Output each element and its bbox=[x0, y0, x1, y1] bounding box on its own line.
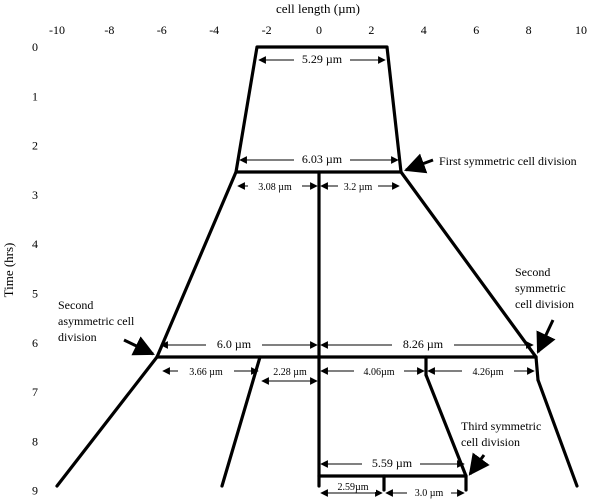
right-inner-daughter-label: 4.06µm bbox=[363, 367, 394, 378]
x-tick-label: -4 bbox=[209, 23, 219, 37]
x-tick-label: 6 bbox=[473, 23, 479, 37]
y-axis-title: Time (hrs) bbox=[1, 243, 16, 298]
third-right-daughter-label: 3.0 µm bbox=[415, 488, 444, 499]
first-left-daughter-label: 3.08 µm bbox=[258, 182, 292, 193]
inner-right-branch bbox=[424, 373, 468, 478]
first-symmetric-label: First symmetric cell division bbox=[439, 154, 577, 168]
y-tick-label: 6 bbox=[32, 336, 38, 350]
second-asymmetric-label-line2: asymmetric cell bbox=[58, 314, 135, 328]
third-symmetric-label-line2: cell division bbox=[461, 435, 520, 449]
second-symmetric-label-line1: Second bbox=[515, 265, 550, 279]
y-tick-label: 5 bbox=[32, 287, 38, 301]
third-symmetric-pointer bbox=[468, 452, 490, 476]
x-tick-label: 2 bbox=[368, 23, 374, 37]
y-tick-label: 2 bbox=[32, 139, 38, 153]
x-tick-label: -10 bbox=[49, 23, 65, 37]
second-asymmetric-pointer bbox=[123, 336, 155, 356]
x-tick-label: 10 bbox=[575, 23, 587, 37]
right-outer-daughter-label: 4.26µm bbox=[472, 367, 503, 378]
second-asymmetric-label-line3: division bbox=[58, 330, 97, 344]
outer-left-branch bbox=[55, 355, 159, 488]
first-right-daughter-label: 3.2 µm bbox=[344, 182, 373, 193]
x-tick-label: 0 bbox=[316, 23, 322, 37]
y-tick-label: 1 bbox=[32, 89, 38, 103]
x-tick-label: 8 bbox=[526, 23, 532, 37]
second-right-length-label: 8.26 µm bbox=[403, 337, 444, 351]
third-left-daughter-label: 2.59µm bbox=[337, 482, 368, 493]
x-axis-title: cell length (µm) bbox=[276, 1, 360, 16]
x-tick-labels: -10 -8 -6 -4 -2 0 2 4 6 8 10 bbox=[49, 23, 587, 37]
outer-right-edge-upper bbox=[534, 355, 540, 382]
left-outer-daughter-label: 3.66 µm bbox=[189, 367, 223, 378]
x-tick-label: -8 bbox=[104, 23, 114, 37]
outer-right-branch bbox=[536, 378, 579, 488]
second-asymmetric-label-line1: Second bbox=[58, 298, 93, 312]
second-left-length-label: 6.0 µm bbox=[217, 337, 252, 351]
left-cell-left-edge bbox=[155, 170, 238, 359]
initial-length-label: 5.29 µm bbox=[302, 52, 343, 66]
first-division-length-label: 6.03 µm bbox=[302, 152, 343, 166]
second-symmetric-label-line2: symmetric bbox=[515, 281, 566, 295]
y-tick-label: 3 bbox=[32, 188, 38, 202]
first-symmetric-pointer bbox=[404, 153, 434, 174]
y-tick-label: 7 bbox=[32, 385, 38, 399]
y-tick-label: 8 bbox=[32, 434, 38, 448]
initial-cell-outline bbox=[234, 45, 403, 174]
y-tick-labels: 0 1 2 3 4 5 6 7 8 9 bbox=[32, 40, 38, 498]
left-inner-daughter-label: 2.28 µm bbox=[273, 367, 307, 378]
third-division-length-label: 5.59 µm bbox=[372, 456, 413, 470]
x-tick-label: -6 bbox=[157, 23, 167, 37]
third-symmetric-label-line1: Third symmetric bbox=[461, 419, 541, 433]
y-tick-label: 9 bbox=[32, 484, 38, 498]
second-symmetric-pointer bbox=[536, 319, 556, 354]
y-tick-label: 4 bbox=[32, 237, 38, 251]
x-tick-label: 4 bbox=[421, 23, 427, 37]
second-symmetric-label-line3: cell division bbox=[515, 297, 574, 311]
right-cell-right-edge bbox=[399, 170, 538, 359]
inner-left-branch bbox=[220, 355, 262, 488]
x-tick-label: -2 bbox=[262, 23, 272, 37]
y-tick-label: 0 bbox=[32, 40, 38, 54]
